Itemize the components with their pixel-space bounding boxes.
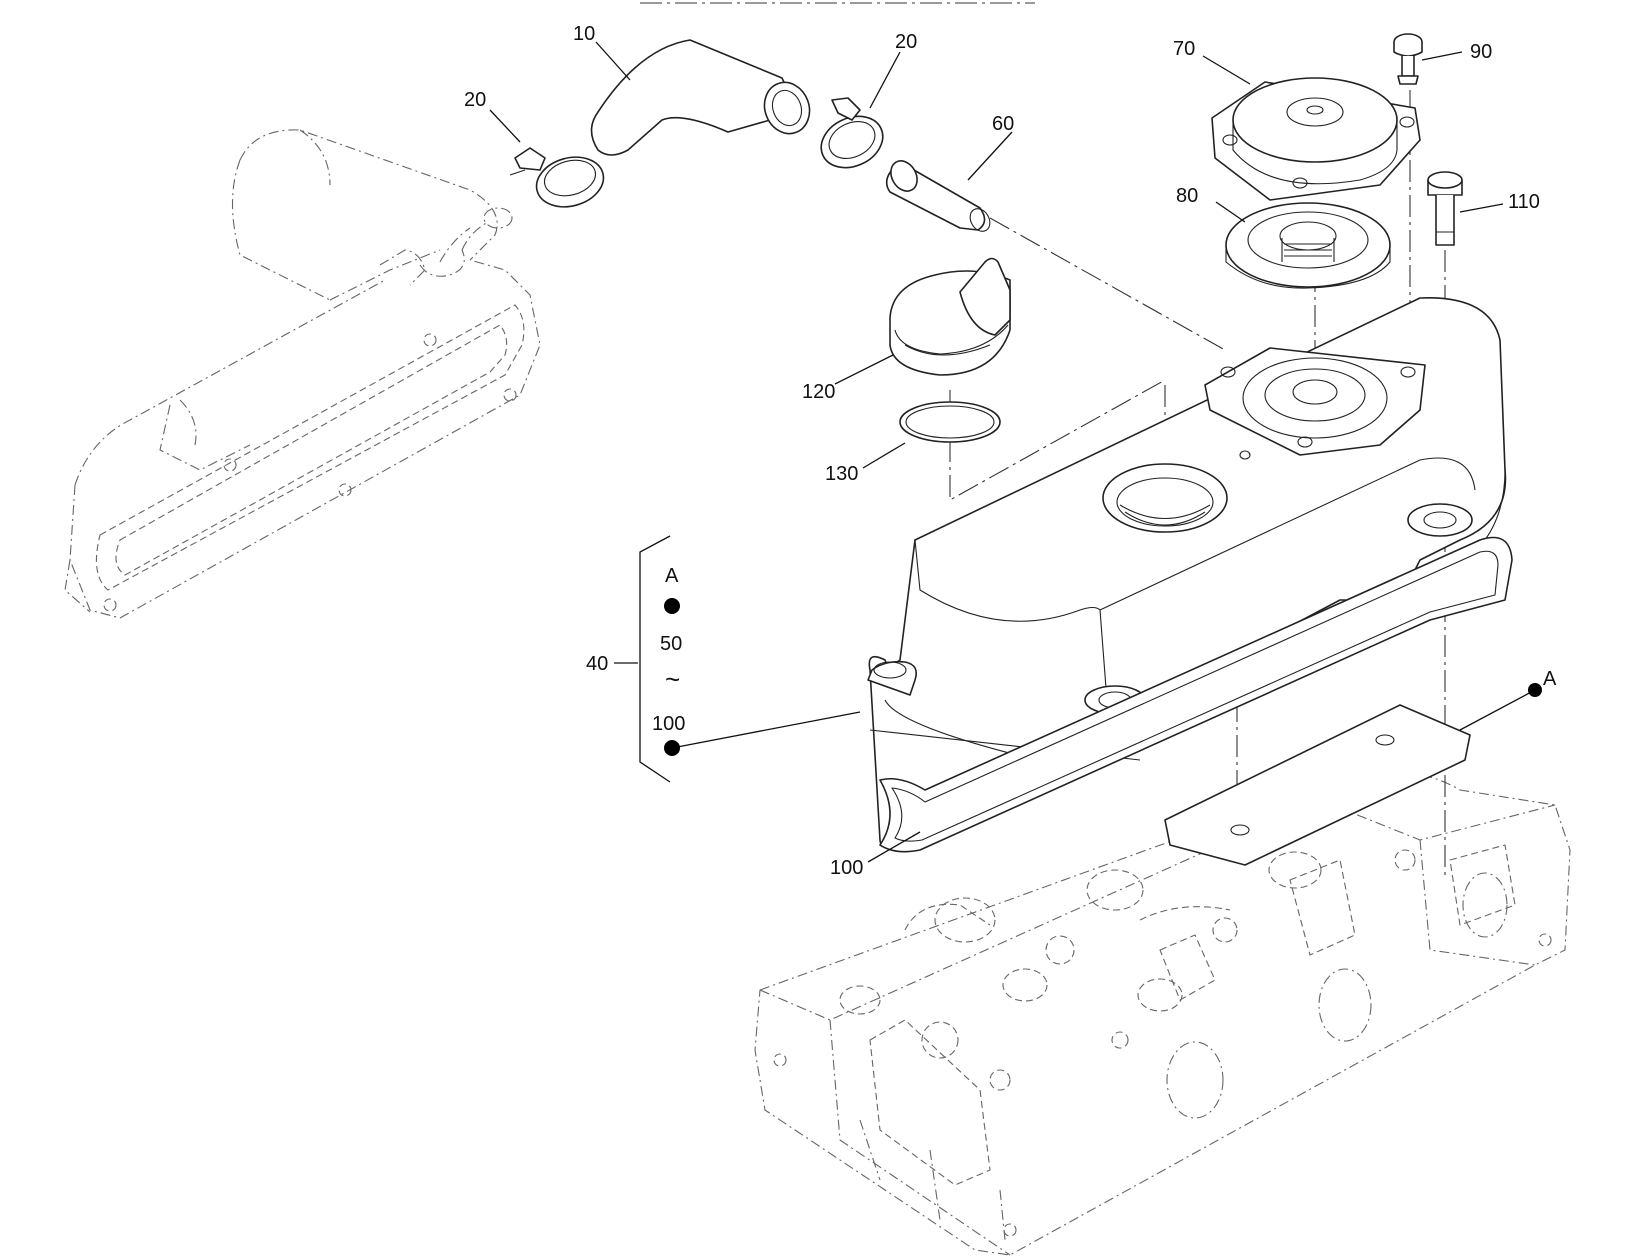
kit-label-50: 50 (660, 633, 682, 655)
callout-130: 130 (825, 463, 858, 485)
callout-20-left: 20 (464, 89, 486, 111)
kit-label-a: A (665, 565, 679, 587)
callout-10: 10 (573, 23, 595, 45)
breather-cover-part-70 (1211, 77, 1421, 201)
o-ring-part-130 (899, 401, 1001, 443)
callout-labels: 10 20 20 60 70 80 90 110 120 130 100 40 … (464, 23, 1557, 879)
callout-120: 120 (802, 381, 835, 403)
callout-leaders (489, 41, 1536, 863)
ref-label-a: A (1543, 668, 1557, 690)
hose-clamp-part-20a (509, 147, 605, 208)
hose-clamp-part-20b (820, 97, 884, 169)
callout-90: 90 (1470, 41, 1492, 63)
intake-manifold-ghost (64, 129, 541, 619)
screw-part-90 (1393, 33, 1423, 85)
cylinder-head-ghost (754, 771, 1571, 1256)
ref-dot-a (1528, 683, 1542, 697)
kit-label-100: 100 (652, 713, 685, 735)
callout-40: 40 (586, 653, 608, 675)
kit-label-tilde: ~ (665, 664, 680, 694)
kit-dot-100 (664, 740, 680, 756)
callout-20-right: 20 (895, 31, 917, 53)
callout-80: 80 (1176, 185, 1198, 207)
diaphragm-part-80 (1225, 202, 1391, 289)
callout-70: 70 (1173, 38, 1195, 60)
callout-100-bottom: 100 (830, 857, 863, 879)
bolt-part-110 (1427, 171, 1463, 246)
oil-filler-cap-part-120 (889, 257, 1011, 376)
callout-60: 60 (992, 113, 1014, 135)
kit-dot-a (664, 598, 680, 614)
breather-pipe-part-60 (885, 160, 991, 232)
callout-110: 110 (1508, 191, 1540, 213)
breather-hose-part-10 (590, 39, 811, 156)
baffle-plate (1164, 704, 1471, 866)
gasket-part-100 (879, 536, 1513, 853)
